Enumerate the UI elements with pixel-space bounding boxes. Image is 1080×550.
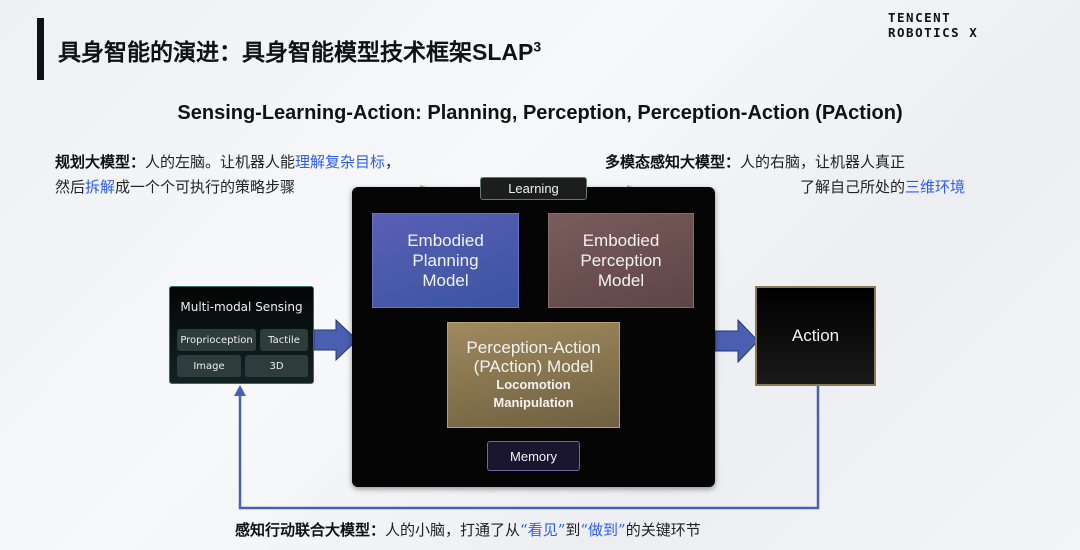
subtitle: Sensing-Learning-Action: Planning, Perce… xyxy=(177,102,903,124)
page-title: 具身智能的演进：具身智能模型技术框架SLAP3 xyxy=(58,38,542,66)
chip-image: Image xyxy=(177,355,241,377)
paction-note: 感知行动联合大模型：人的小脑，打通了从“看见”到“做到”的关键环节 xyxy=(235,521,701,539)
sensing-to-learning-arrow xyxy=(313,318,358,362)
planning-note: 规划大模型：人的左脑。让机器人能理解复杂目标， 然后拆解成一个个可执行的策略步骤 xyxy=(55,153,401,196)
chip-3d: 3D xyxy=(245,355,308,377)
learning-label: Learning xyxy=(480,177,587,200)
multimodal-sensing-box: Multi-modal Sensing Proprioception Tacti… xyxy=(169,286,314,384)
feedback-arrowhead xyxy=(234,385,246,396)
perception-note: 多模态感知大模型：人的右脑，让机器人真正 了解自己所处的三维环境 xyxy=(605,153,965,196)
chip-tactile: Tactile xyxy=(260,329,308,351)
chip-proprioception: Proprioception xyxy=(177,329,256,351)
learning-to-action-arrow xyxy=(714,318,759,364)
title-accent-bar xyxy=(37,18,44,80)
action-box: Action xyxy=(755,286,876,386)
sensing-title: Multi-modal Sensing xyxy=(180,300,303,314)
feedback-loop-line xyxy=(238,386,820,510)
memory-box: Memory xyxy=(487,441,580,471)
